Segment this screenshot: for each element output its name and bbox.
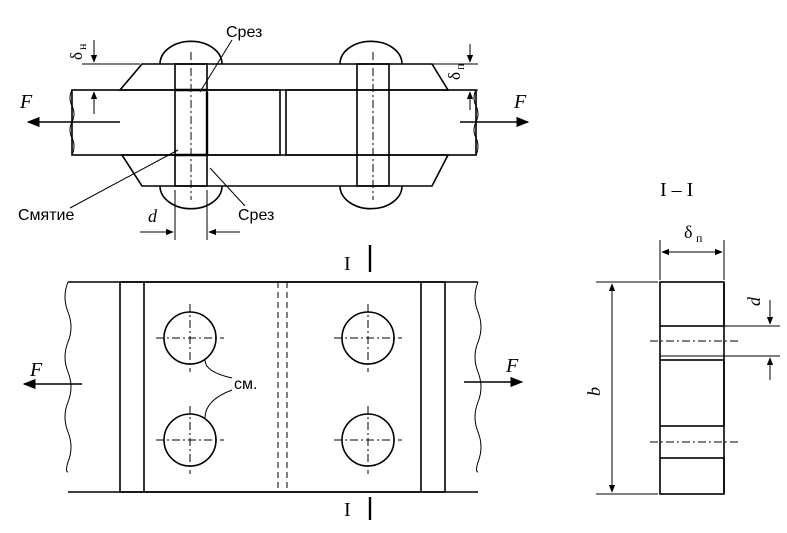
upper-cover-plate xyxy=(118,63,450,91)
rivet-head-upper-left xyxy=(159,40,223,65)
rivet-head-lower-left xyxy=(159,185,223,210)
diameter-label-section: d xyxy=(744,296,764,306)
rivet-head-lower-right xyxy=(339,185,403,210)
plan-view xyxy=(22,245,524,520)
delta-p-section-subscript: п xyxy=(696,231,703,245)
force-label-right-top: F xyxy=(513,91,527,113)
section-title: I – I xyxy=(660,179,693,201)
main-plate-right xyxy=(285,89,477,156)
shear-label-top: Срез xyxy=(226,24,262,41)
rivet-head-upper-right xyxy=(339,40,403,65)
lower-cover-plate xyxy=(120,154,450,187)
delta-n-symbol: δ xyxy=(67,52,86,60)
section-mark-bottom: I xyxy=(344,499,351,521)
diameter-label-top: d xyxy=(148,206,158,226)
delta-p-section-symbol: δ xyxy=(684,222,692,242)
shear-label-bottom: Срез xyxy=(238,207,274,224)
delta-n-subscript: н xyxy=(75,43,89,50)
force-label-left-bottom: F xyxy=(29,359,43,381)
bearing-label: Смятие xyxy=(18,207,74,224)
force-label-left-top: F xyxy=(19,91,33,113)
force-label-right-bottom: F xyxy=(505,355,519,377)
see-note-label: см. xyxy=(234,376,257,393)
section-view xyxy=(596,240,780,495)
section-mark-top: I xyxy=(344,253,351,275)
sectional-view xyxy=(26,39,530,240)
width-b-label: b xyxy=(584,387,604,396)
delta-p-top-subscript: п xyxy=(453,63,467,70)
delta-p-top-symbol: δ xyxy=(445,72,464,80)
